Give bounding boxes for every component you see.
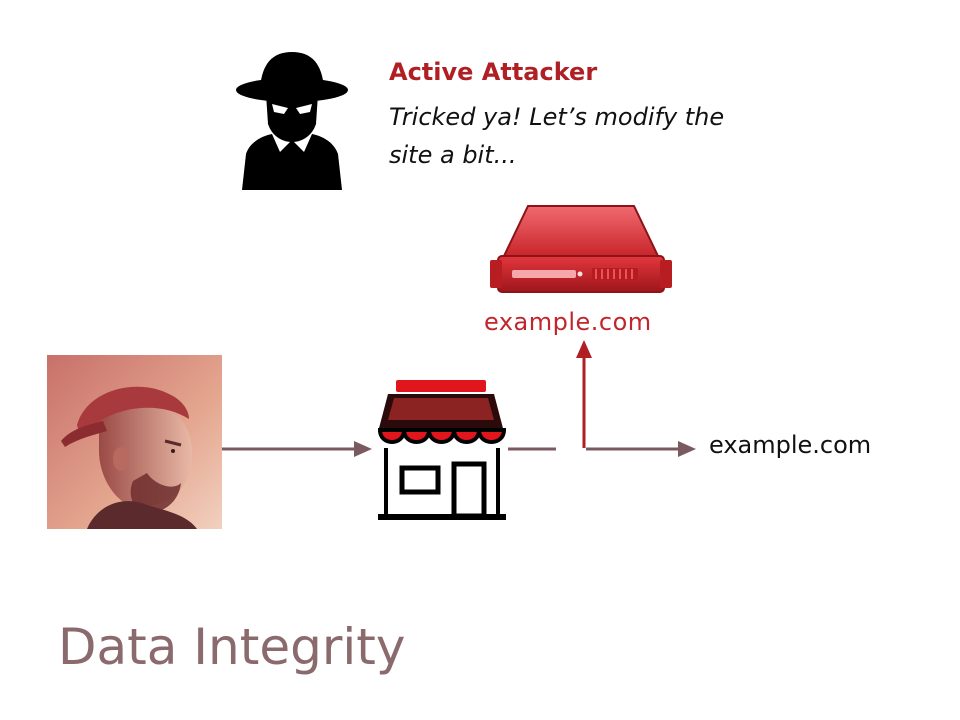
attacker-quote: Tricked ya! Let’s modify the site a bit.… [389, 103, 725, 169]
user-photo [47, 355, 222, 529]
store-icon [377, 380, 507, 520]
server-icon [490, 205, 672, 293]
server-label: example.com [484, 308, 652, 336]
page-title: Data Integrity [58, 618, 406, 676]
spy-icon [236, 52, 348, 190]
arrow-head-server [576, 340, 592, 358]
destination-label: example.com [709, 431, 872, 459]
attacker-title: Active Attacker [389, 58, 598, 86]
arrow-head-destination [678, 441, 696, 457]
arrow-head-store [354, 441, 372, 457]
